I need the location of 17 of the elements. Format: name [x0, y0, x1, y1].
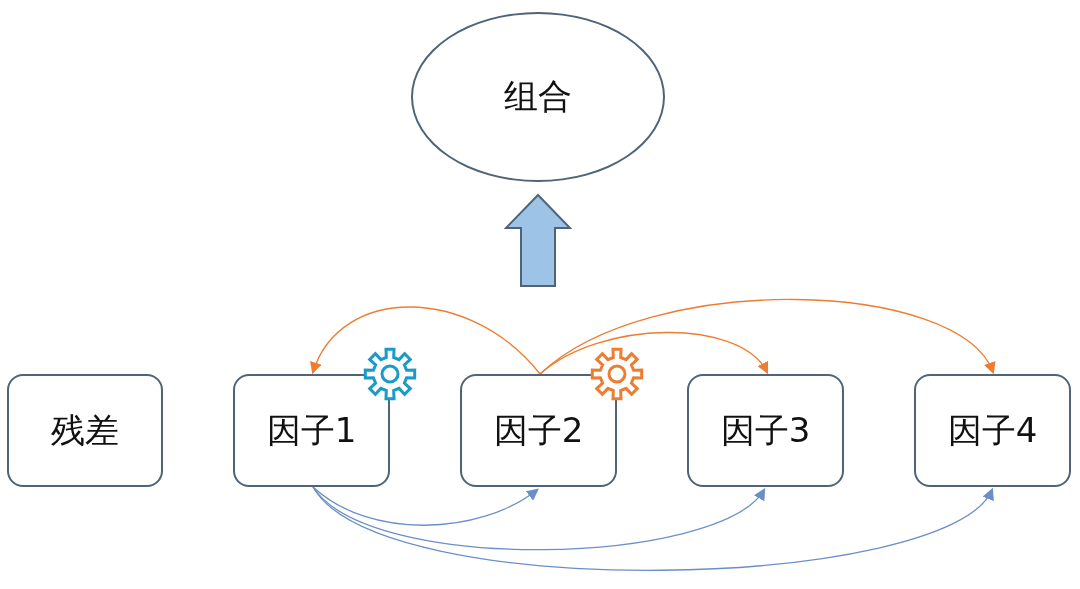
curved-arrow	[311, 306, 541, 375]
label: 残差	[51, 408, 119, 452]
curved-arrow	[312, 486, 539, 526]
label: 因子4	[947, 408, 1038, 452]
label: 因子2	[493, 408, 584, 452]
rounded-box	[233, 374, 390, 487]
rounded-box	[460, 374, 617, 487]
label: 因子3	[720, 408, 811, 452]
label: 因子1	[266, 408, 357, 452]
rounded-box	[914, 374, 1071, 487]
curved-arrow	[312, 486, 994, 571]
rounded-box	[7, 374, 163, 487]
label: 组合	[504, 75, 572, 118]
block-arrow	[503, 193, 573, 287]
curved-arrow	[539, 298, 995, 375]
rounded-box	[687, 374, 844, 487]
curved-arrow	[312, 486, 766, 551]
